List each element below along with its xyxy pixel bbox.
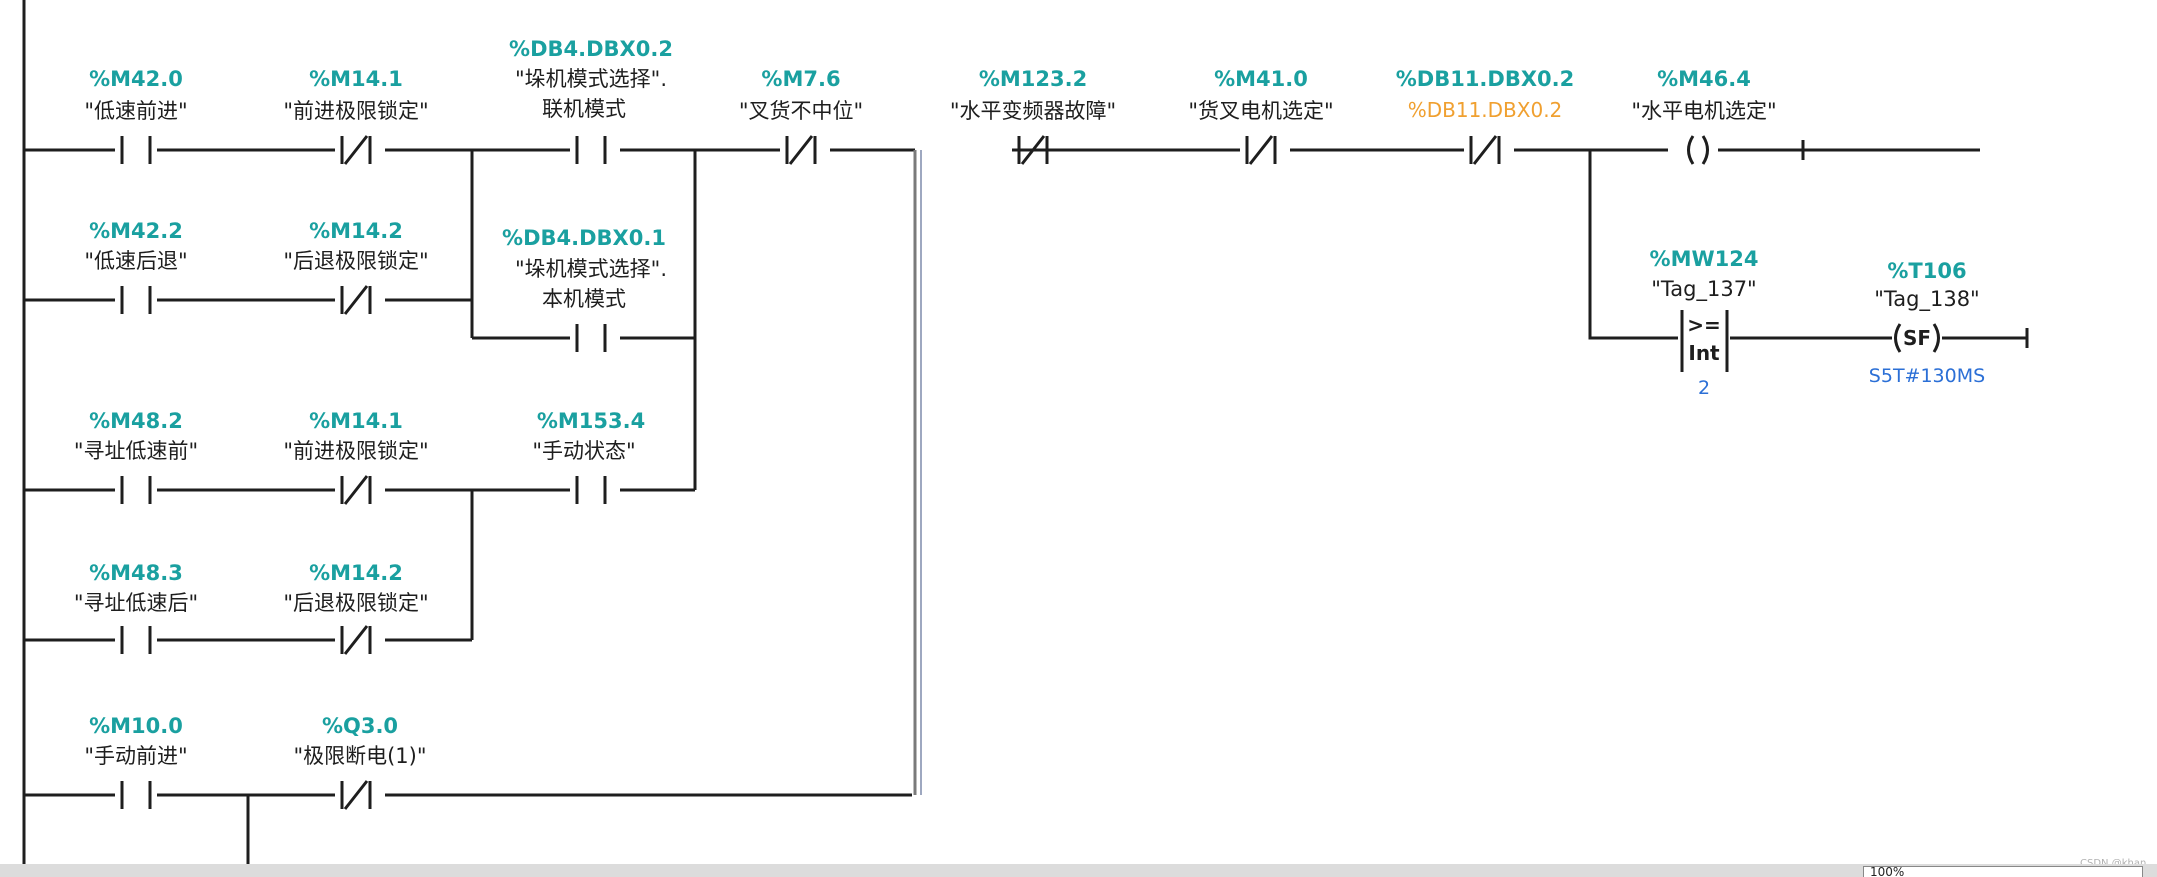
addr-c8: %M42.2: [89, 219, 183, 243]
tag-c15: "后退极限锁定": [283, 591, 428, 615]
tag-c16: "手动前进": [84, 744, 187, 768]
addr-timer: %T106: [1887, 259, 1966, 283]
addr-c12: %M14.1: [309, 409, 403, 433]
tag-c2: "前进极限锁定": [283, 99, 428, 123]
contact-c13[interactable]: [575, 476, 607, 504]
contact-c8[interactable]: [120, 286, 152, 314]
compare-value: 2: [1698, 377, 1710, 399]
compare-op: >=: [1687, 313, 1721, 337]
coil-symbol[interactable]: [1687, 135, 1805, 165]
addr-c9: %M14.2: [309, 219, 403, 243]
contact-c1[interactable]: [120, 136, 152, 164]
addr-c14: %M48.3: [89, 561, 183, 585]
compare-box[interactable]: >= Int: [1680, 310, 1729, 372]
tag-c13: "手动状态": [532, 439, 635, 463]
tag-c11: "寻址低速前": [74, 439, 198, 463]
contact-c7[interactable]: [1469, 135, 1501, 165]
contact-c10[interactable]: [575, 324, 607, 352]
addr-c17: %Q3.0: [322, 714, 398, 738]
tag2-c3: 联机模式: [542, 97, 626, 121]
contact-c6[interactable]: [1245, 135, 1277, 165]
addr-c15: %M14.2: [309, 561, 403, 585]
addr-c5: %M123.2: [979, 67, 1087, 91]
contact-c9[interactable]: [340, 285, 372, 315]
tag-c8: "低速后退": [84, 249, 187, 273]
addr-c6: %M41.0: [1214, 67, 1308, 91]
tag-c14: "寻址低速后": [74, 591, 198, 615]
addr-c2: %M14.1: [309, 67, 403, 91]
contact-c14[interactable]: [120, 626, 152, 654]
tag2-c10: 本机模式: [542, 287, 626, 311]
contact-c16[interactable]: [120, 781, 152, 809]
zoom-level-field[interactable]: 100%: [1863, 866, 2143, 877]
tag-c5: "水平变频器故障": [950, 99, 1116, 123]
contact-c11[interactable]: [120, 476, 152, 504]
contact-c15[interactable]: [340, 625, 372, 655]
addr-compare: %MW124: [1650, 247, 1759, 271]
timer-preset: S5T#130MS: [1869, 365, 1985, 387]
tag-compare: "Tag_137": [1651, 277, 1756, 302]
wires: [24, 148, 2027, 877]
tag-timer: "Tag_138": [1874, 287, 1979, 312]
tag-c12: "前进极限锁定": [283, 439, 428, 463]
contact-c12[interactable]: [340, 475, 372, 505]
tag-c17: "极限断电(1)": [293, 744, 426, 768]
contact-c3[interactable]: [575, 136, 607, 164]
tag-c4: "叉货不中位": [739, 99, 863, 123]
timer-symbol: SF: [1903, 326, 1931, 350]
tag-coil: "水平电机选定": [1631, 99, 1776, 123]
compare-dtype: Int: [1688, 341, 1720, 365]
contact-c17[interactable]: [340, 780, 372, 810]
addr-c3: %DB4.DBX0.2: [509, 37, 673, 61]
tag-c6: "货叉电机选定": [1188, 99, 1333, 123]
contact-c4[interactable]: [785, 135, 817, 165]
timer-coil[interactable]: SF: [1894, 323, 2029, 353]
addr-c11: %M48.2: [89, 409, 183, 433]
tag-c1: "低速前进": [84, 99, 187, 123]
addr-c13: %M153.4: [537, 409, 645, 433]
tag-c10: "垛机模式选择".: [515, 257, 667, 281]
addr-c4: %M7.6: [761, 67, 840, 91]
tag-c7: %DB11.DBX0.2: [1408, 98, 1563, 122]
watermark: CSDN @khan: [2080, 858, 2146, 869]
addr-c1: %M42.0: [89, 67, 183, 91]
bottom-scrollbar[interactable]: [0, 864, 2157, 877]
addr-c10: %DB4.DBX0.1: [502, 226, 666, 250]
addr-c7: %DB11.DBX0.2: [1396, 67, 1575, 91]
addr-coil: %M46.4: [1657, 67, 1751, 91]
tag-c3: "垛机模式选择".: [515, 67, 667, 91]
tag-c9: "后退极限锁定": [283, 249, 428, 273]
addr-c16: %M10.0: [89, 714, 183, 738]
contact-c5[interactable]: [1017, 135, 1049, 165]
contact-c2[interactable]: [340, 135, 372, 165]
